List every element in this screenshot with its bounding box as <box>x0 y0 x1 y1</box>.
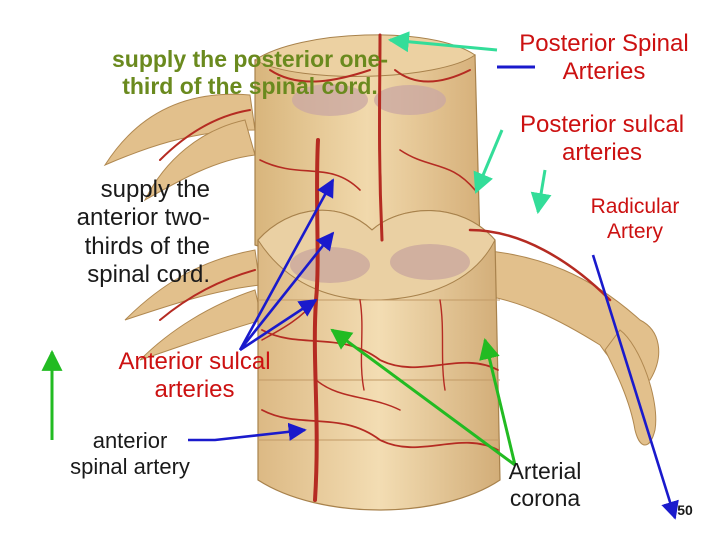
label-anterior-supply: supply the anterior two- thirds of the s… <box>76 176 210 288</box>
arrow-corona-2 <box>479 337 517 466</box>
label-anterior-sulcal-arteries: Anterior sulcal arteries <box>118 348 271 404</box>
arrow-posterior-sulcal <box>473 129 504 194</box>
arrow-corona-1 <box>330 328 516 467</box>
page-number: 50 <box>677 502 693 518</box>
arrow-radicular <box>591 254 679 520</box>
arrow-posterior-sulcal-2 <box>530 169 552 215</box>
label-posterior-sulcal-arteries: Posterior sulcal arteries <box>519 111 685 167</box>
label-posterior-supply: supply the posterior one- third of the s… <box>111 46 389 100</box>
annotation-arrows <box>41 31 679 520</box>
label-posterior-spinal-arteries: Posterior Spinal Arteries <box>519 30 689 86</box>
arrow-sulcal-2 <box>238 231 335 351</box>
nerve-roots-left <box>103 93 263 361</box>
nerve-roots-right <box>479 249 660 446</box>
arrow-posterior-spinal <box>387 31 498 53</box>
label-radicular-artery: Radicular Artery <box>590 195 680 243</box>
arrow-anterior-spinal <box>188 422 307 442</box>
label-arterial-corona: Arterial corona <box>508 458 582 512</box>
label-anterior-spinal-artery: anterior spinal artery <box>70 428 190 479</box>
arrow-sulcal-1 <box>238 178 335 351</box>
arrow-sulcal-3 <box>239 298 318 352</box>
